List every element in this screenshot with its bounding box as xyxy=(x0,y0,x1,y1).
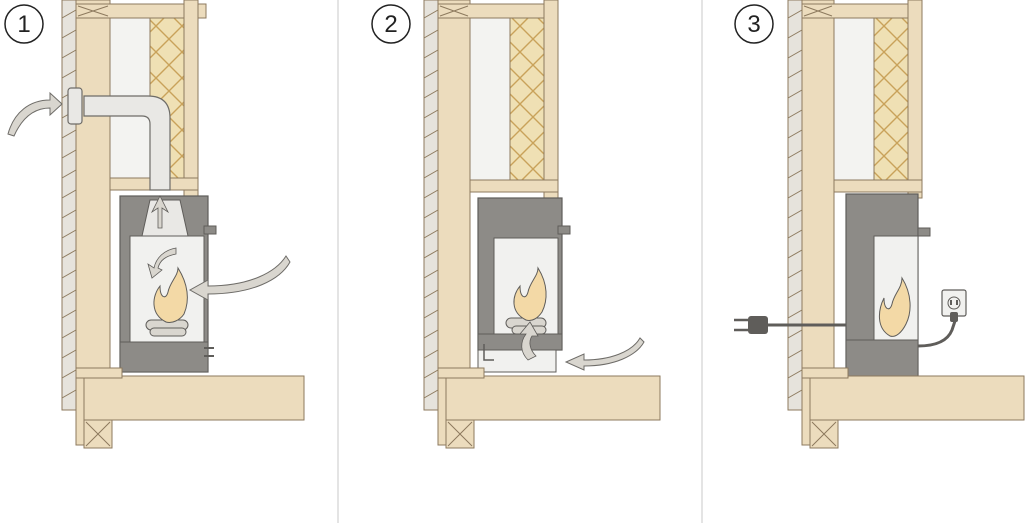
sill-plate xyxy=(75,367,123,379)
floor-joist xyxy=(809,375,1025,421)
sill-plate xyxy=(801,367,849,379)
outlet-cord xyxy=(917,317,958,348)
airflow-arrow-icon xyxy=(7,91,63,137)
fireplace-unit xyxy=(119,195,217,373)
power-cord xyxy=(734,316,846,334)
power-plug-icon xyxy=(734,316,768,334)
exterior-siding xyxy=(61,0,77,411)
exterior-siding xyxy=(787,0,803,411)
wall-cavity xyxy=(833,17,875,181)
airflow-arrow-icon xyxy=(564,337,645,371)
exterior-siding xyxy=(423,0,439,411)
panel-number: 3 xyxy=(747,11,760,38)
panel-number-badge: 1 xyxy=(4,4,44,44)
flame-icon xyxy=(879,276,911,337)
panel-3 xyxy=(734,0,1025,449)
airflow-arrow-icon xyxy=(188,255,291,301)
wall-cavity xyxy=(469,17,511,181)
vent-duct xyxy=(67,87,171,191)
header-beam xyxy=(833,179,923,193)
flame-icon xyxy=(153,266,188,323)
panel-number: 1 xyxy=(17,11,30,38)
wall-outlet-icon xyxy=(941,289,967,322)
panel-number: 2 xyxy=(384,11,397,38)
floor-joist xyxy=(83,375,305,421)
panel-1 xyxy=(7,0,305,449)
flame-icon xyxy=(513,266,547,321)
interior-drywall xyxy=(543,0,559,199)
panel-number-badge: 2 xyxy=(371,4,411,44)
fireplace-unit xyxy=(845,193,931,377)
insulation xyxy=(509,17,545,181)
fireplace-unit xyxy=(477,197,571,373)
insulation xyxy=(873,17,909,181)
panel-number-badge: 3 xyxy=(734,4,774,44)
sill-plate xyxy=(437,367,485,379)
interior-drywall xyxy=(907,0,923,199)
panel-2 xyxy=(423,0,661,449)
header-beam xyxy=(469,179,559,193)
floor-joist xyxy=(445,375,661,421)
vent-hood-icon xyxy=(67,87,83,125)
